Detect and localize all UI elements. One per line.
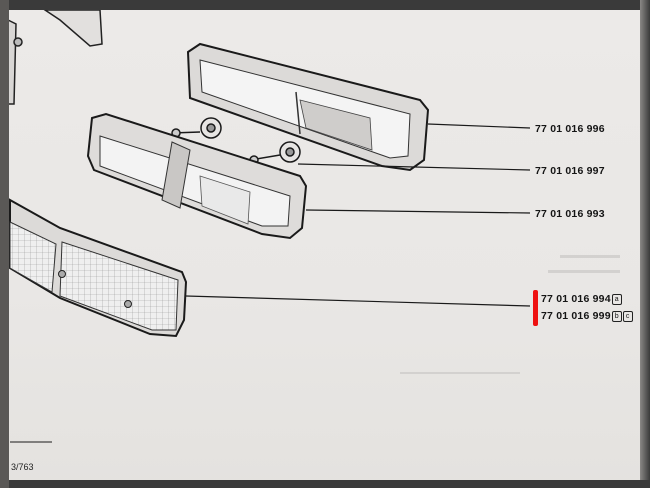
bumper-lens bbox=[9, 198, 188, 338]
frame-left bbox=[0, 0, 9, 488]
highlight-marker bbox=[533, 290, 538, 326]
variant-code-a: a bbox=[611, 294, 622, 305]
part-number-lens-b-text: 77 01 016 999 bbox=[541, 310, 611, 322]
bleed-through-marks bbox=[400, 255, 620, 374]
lamp-gasket bbox=[186, 42, 430, 172]
frame-top bbox=[0, 0, 650, 10]
part-number-housing: 77 01 016 993 bbox=[535, 208, 605, 220]
part-number-screw: 77 01 016 997 bbox=[535, 165, 605, 177]
variant-code-c: c bbox=[622, 311, 633, 322]
partial-component-top-left bbox=[7, 9, 103, 105]
variant-code-b: b bbox=[611, 311, 622, 322]
part-number-gasket: 77 01 016 996 bbox=[535, 123, 605, 135]
frame-right bbox=[640, 0, 650, 488]
leader-lines bbox=[10, 123, 531, 443]
part-number-lens-a-text: 77 01 016 994 bbox=[541, 293, 611, 305]
mounting-screws bbox=[171, 117, 301, 165]
frame-bottom bbox=[0, 480, 650, 488]
lamp-housing bbox=[86, 112, 308, 240]
page-reference: 3/763 bbox=[11, 462, 34, 472]
